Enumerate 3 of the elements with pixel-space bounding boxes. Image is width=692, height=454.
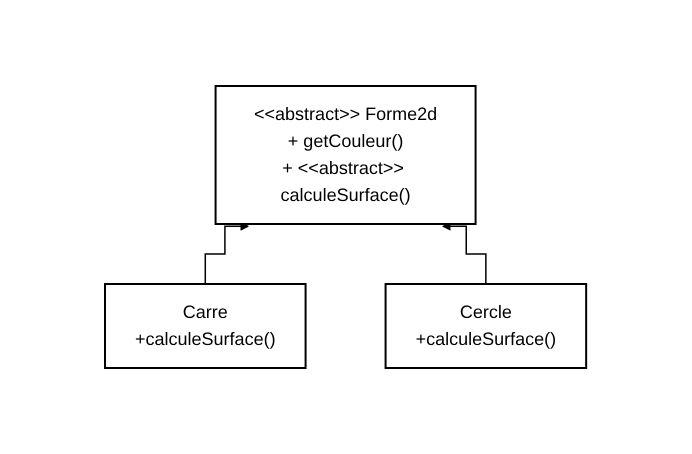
node-box: Carre +calculeSurface() (104, 283, 307, 369)
node-box: Cercle +calculeSurface() (385, 283, 588, 369)
node-box: <<abstract>> Forme2d + getCouleur() + <<abstract>> calculeSurface() (215, 85, 477, 225)
